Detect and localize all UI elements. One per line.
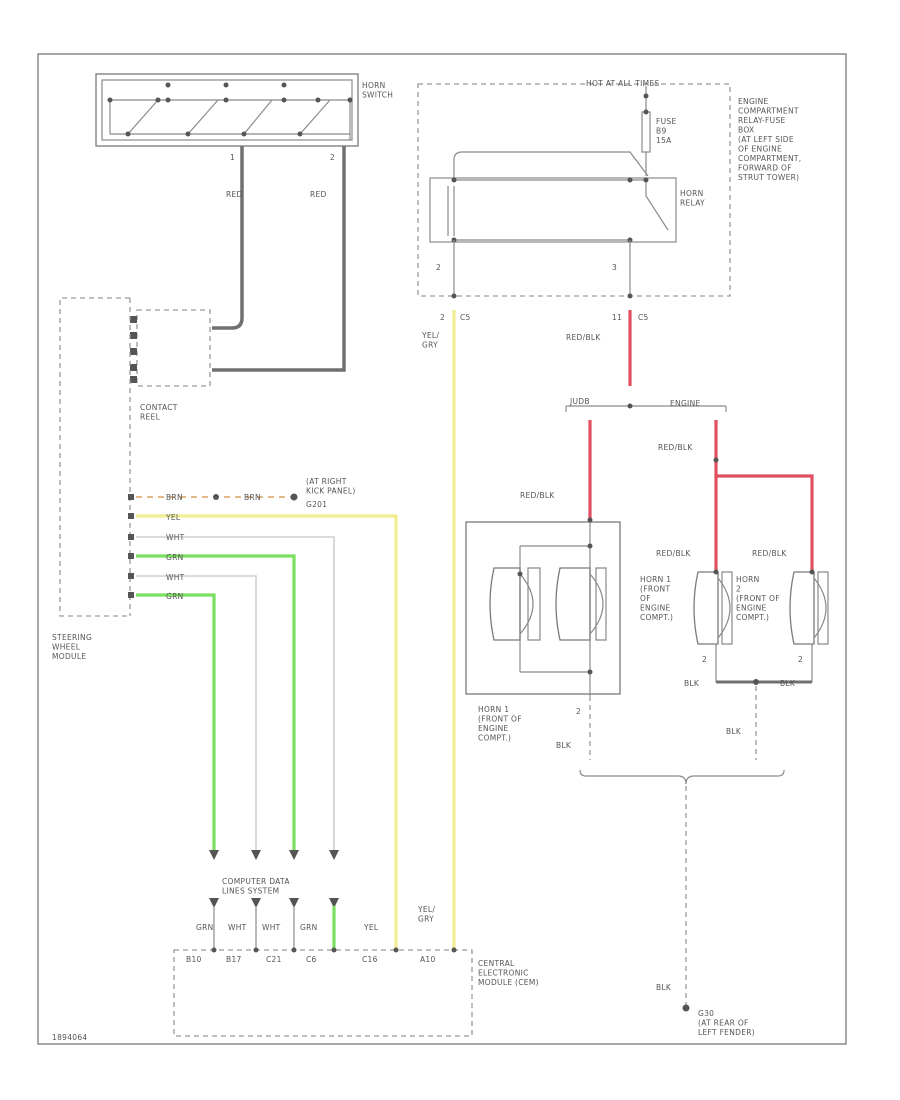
cem-pin-b10: B10 [186,955,202,964]
swm-yel: YEL [165,513,181,522]
ground-blk: BLK [656,983,672,992]
blk-lower: BLK [726,727,742,736]
splice-label-left: JUDB [569,397,590,406]
swm-grn-2: GRN [166,592,184,601]
cem-pin-a10: A10 [420,955,436,964]
g201-label: G201 [306,500,327,509]
swm-wht-2: WHT [166,573,185,582]
wire-red-blk-3: RED/BLK [658,443,693,452]
wire-red-1: RED [226,190,243,199]
relay-output-wires: 2 C5 11 C5 YEL/GRY RED/BLK [421,293,649,950]
switch-wires: RED RED [212,146,346,372]
swm-brn-1: BRN [166,493,183,502]
relay-pin-right: 3 [612,263,617,272]
horn-right-pin: 2 [798,655,803,664]
wire-red-blk-2: RED/BLK [520,491,555,500]
horn-right-wire: RED/BLK [752,549,787,558]
swm-wht-1: WHT [166,533,185,542]
horn-mid-pin: 2 [702,655,707,664]
conn-c5-pin11: 11 [612,313,622,322]
cem-pin-c16: C16 [362,955,378,964]
cem-pin-grn2: GRN [300,923,318,932]
splice-connector: JUDB ENGINE [565,397,727,412]
splice-label-right: ENGINE [670,399,701,408]
horn1-blk: BLK [556,741,572,750]
switch-pin-2: 2 [330,153,335,162]
blk-mid: BLK [684,679,700,688]
switch-pin-1: 1 [230,153,235,162]
cem-pin-yel: YEL [363,923,379,932]
relay-pin-left: 2 [436,263,441,272]
footer-code: 1894064 [52,1033,88,1042]
cem-module: GRN WHT WHT GRN YEL YEL/GRY B10 B17 C21 … [173,905,539,1037]
wire-red-blk-1: RED/BLK [566,333,601,342]
cem-pin-wht1: WHT [228,923,247,932]
cem-pin-grn: GRN [196,923,214,932]
diagram-frame [37,53,847,1045]
cem-pin-c6: C6 [306,955,317,964]
wire-red-2: RED [310,190,327,199]
swm-grn-1: GRN [166,553,184,562]
wire-yel-gry-top: YEL/GRY [421,331,439,350]
conn-c5-b: C5 [638,313,649,322]
conn-c5-pin2: 2 [440,313,445,322]
cem-pin-yel-gry: YEL/GRY [417,905,435,924]
horn-feed-wires: RED/BLK RED/BLK [520,420,814,572]
horn-mid-wire: RED/BLK [656,549,691,558]
conn-c5-a: C5 [460,313,471,322]
blk-right: BLK [780,679,796,688]
swm-brn-2: BRN [244,493,261,502]
horn1-pin: 2 [576,707,581,716]
hot-at-all-times: HOT AT ALL TIMES [586,79,659,88]
cem-pin-wht2: WHT [262,923,281,932]
cem-pin-c21: C21 [266,955,282,964]
cem-pin-b17: B17 [226,955,242,964]
